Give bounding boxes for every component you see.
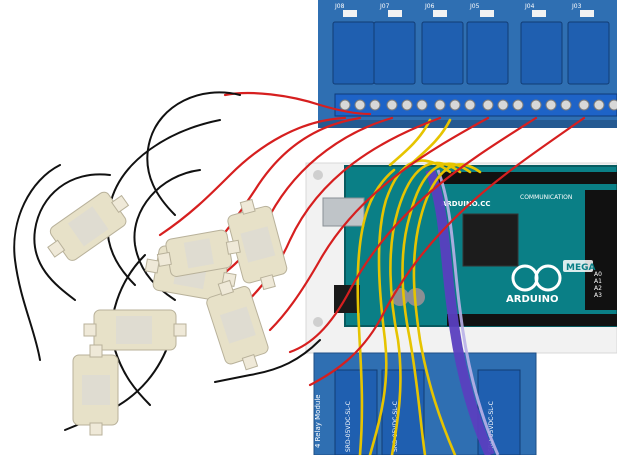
- valve: [83, 309, 187, 351]
- relay-part-number: SRD-05VDC-SL-C: [345, 401, 352, 452]
- ribbon-cable: [425, 168, 500, 455]
- arduino-model-badge: MEGA: [566, 263, 595, 273]
- top-components: [343, 10, 594, 17]
- relay-label: J07: [379, 3, 390, 10]
- relay-cube: [421, 21, 464, 85]
- red-wires: [158, 91, 586, 387]
- analog-pin-label: A2: [594, 285, 602, 292]
- valve: [156, 229, 241, 277]
- relay-label: J05: [469, 3, 480, 10]
- top-relay-board: [318, 0, 617, 128]
- arduino-header-label: COMMUNICATION: [520, 194, 572, 201]
- valve: [72, 344, 119, 436]
- relay-cube: [567, 21, 610, 85]
- relay-label: J06: [424, 3, 435, 10]
- valve: [206, 279, 269, 371]
- solenoid-valves: [47, 191, 288, 436]
- top-terminal-blocks: [334, 93, 617, 117]
- top-relay-labels: J08 J07 J06 J05 J04 J03: [334, 3, 582, 10]
- analog-pin-label: A1: [594, 278, 602, 285]
- valve: [47, 191, 130, 261]
- relay-part-number: SRD-05VDC-SL-C: [488, 401, 495, 452]
- relay-label: J08: [334, 3, 345, 10]
- relay-label: J03: [571, 3, 582, 10]
- valve: [227, 198, 288, 291]
- bottom-relay-module: 4 Relay Module SRD-05VDC-SL-C SRD-05VDC-…: [313, 352, 537, 455]
- bottom-relay-title: 4 Relay Module: [314, 394, 322, 448]
- analog-pin-label: A0: [594, 271, 602, 278]
- relay-cube: [373, 21, 416, 85]
- relay-label: J04: [524, 3, 535, 10]
- relay-cube: [466, 21, 509, 85]
- arduino-brand-text: ARDUINO.CC: [441, 200, 491, 208]
- relay-cube: [332, 21, 375, 85]
- arduino-mega-board: ARDUINO MEGA ARDUINO.CC COMMUNICATION A0…: [322, 165, 617, 327]
- analog-pin-labels: A0 A1 A2 A3: [594, 271, 602, 299]
- arduino-logo-text: ARDUINO: [506, 294, 558, 305]
- relay-cube: [520, 21, 563, 85]
- analog-pin-label: A3: [594, 292, 602, 299]
- top-relay-cubes: [332, 21, 610, 85]
